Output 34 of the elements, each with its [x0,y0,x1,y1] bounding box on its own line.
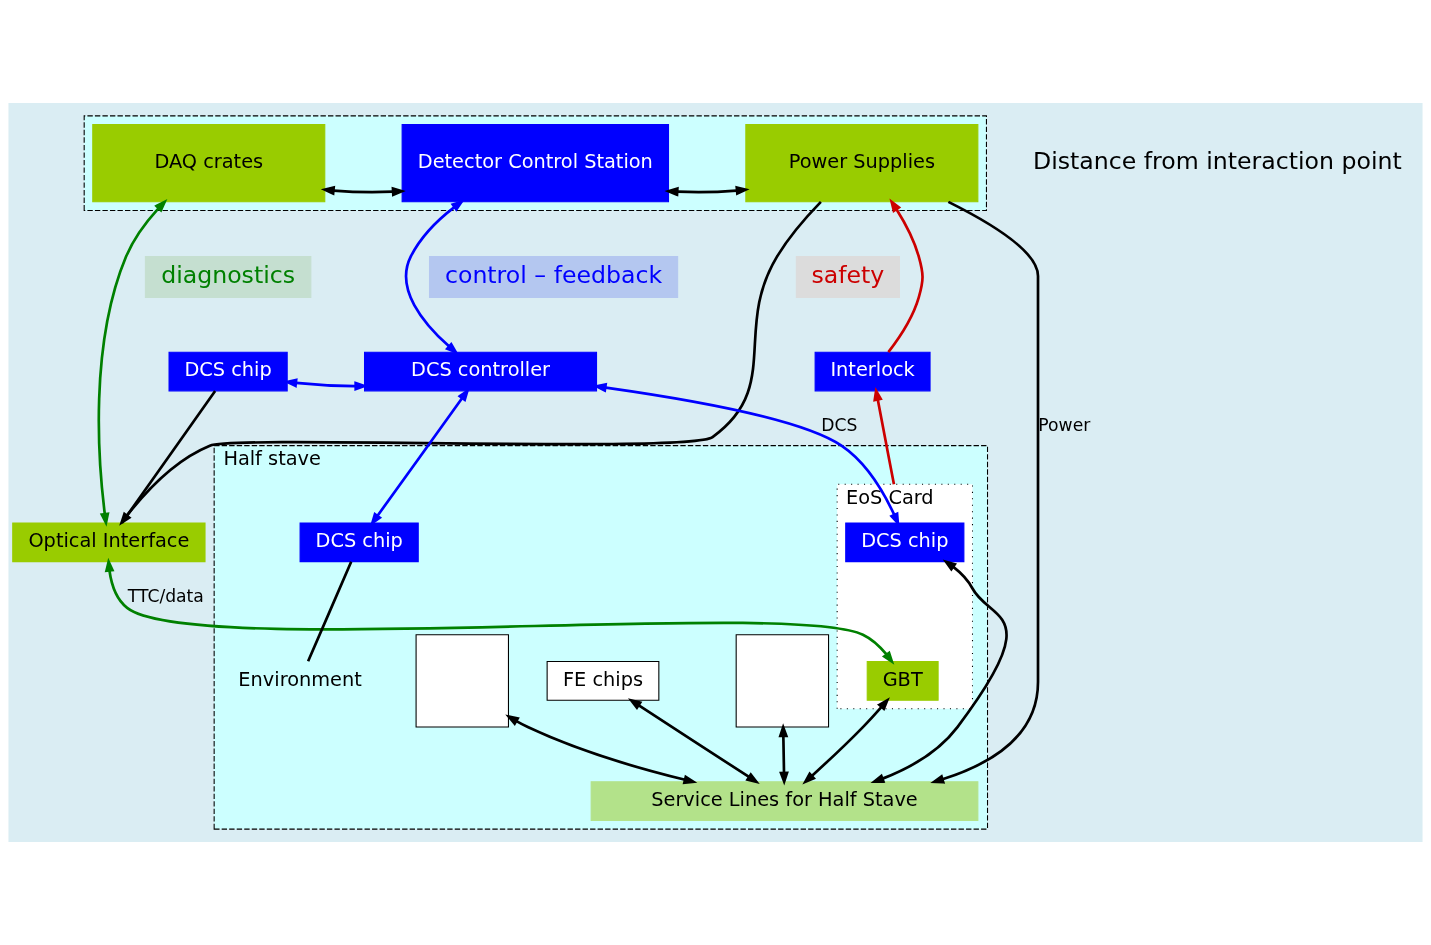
node-box: diagnostics [144,256,312,298]
arrow [320,185,406,197]
node-text: Environment [238,667,362,691]
arrow [887,198,924,353]
edge-label: DCS [821,415,858,436]
arrow [627,698,760,784]
node-box: DCS chip [845,522,965,563]
node-box: Optical Interface [12,522,206,563]
node-box: DCS chip [168,351,288,392]
arrow [873,386,896,485]
node-box: Power Supplies [745,123,979,203]
node-box: control – feedback [428,256,679,298]
arrow [505,714,698,785]
arrow [664,185,750,197]
edge-label: TTC/data [127,586,204,607]
node-box: DCS controller [364,351,598,392]
arrow [870,559,1008,784]
edge-label: Power [1038,415,1091,436]
node-box: Service Lines for Half Stave [590,781,979,822]
arrow [778,723,789,786]
node-box: DAQ crates [92,123,326,203]
node-box: Interlock [814,351,931,392]
arrow [404,199,465,355]
node-box: DCS chip [299,522,419,563]
node-box: Detector Control Station [401,123,670,203]
arrow [104,557,895,665]
node-box: GBT [866,661,939,701]
node-box [415,634,509,728]
node-box: FE chips [546,661,660,701]
connector [306,561,353,662]
arrow [930,200,1040,784]
arrow [802,697,890,785]
label: Distance from interaction point [1032,147,1402,176]
node-box [735,634,830,728]
